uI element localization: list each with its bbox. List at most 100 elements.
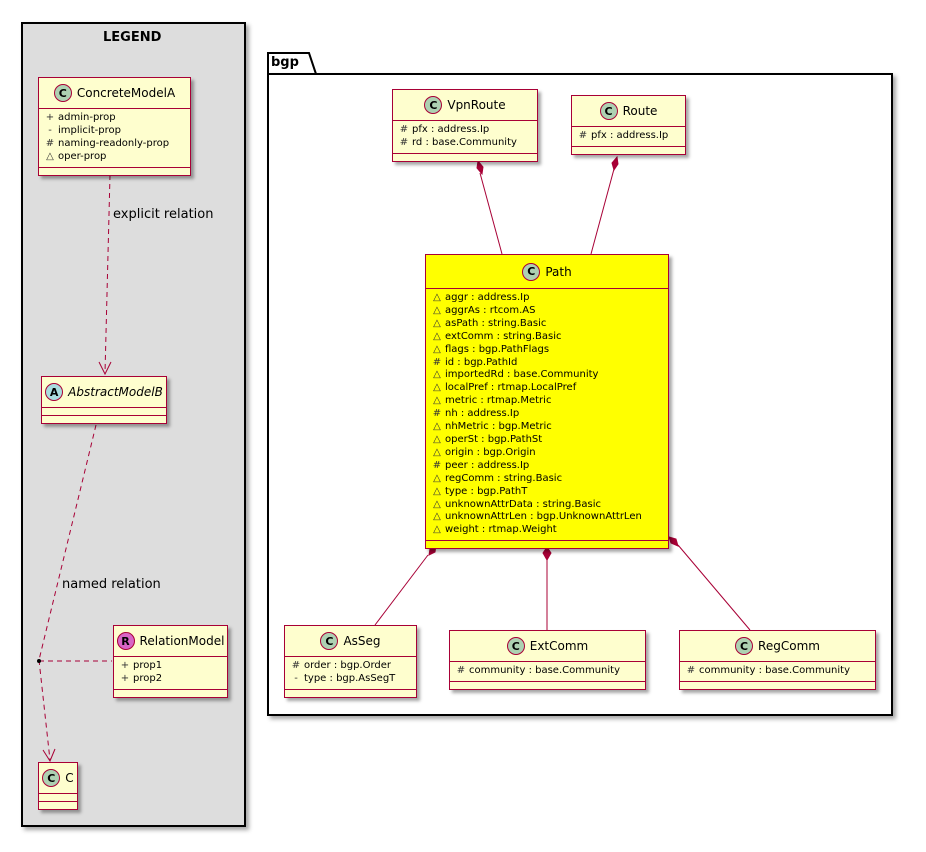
attribute-text: naming-readonly-prop [58, 137, 170, 149]
attribute-list: △ aggr : address.Ip △ aggrAs : rtcom.AS △ asP… [426, 289, 668, 542]
attribute-row: +admin-prop [45, 112, 184, 125]
named-relation-edge [38, 424, 112, 763]
class-c-icon: C [735, 637, 754, 655]
attribute-text: pfx : address.Ip [412, 124, 490, 135]
attribute-row: #peer : address.Ip [432, 460, 662, 473]
attribute-text: regComm : string.Basic [445, 472, 563, 484]
package-visibility-icon: △ [433, 330, 441, 342]
attribute-text: prop2 [133, 672, 163, 684]
protected-visibility-icon: # [399, 136, 409, 148]
attribute-list: +admin-prop -implicit-prop #naming-reado… [39, 109, 190, 168]
package-visibility-icon: △ [433, 292, 441, 303]
attribute-list: #community : base.Community [450, 662, 645, 682]
attribute-row: +prop2 [120, 673, 221, 686]
package-visibility-icon: △ [46, 150, 54, 162]
attribute-text: oper-prop [58, 150, 107, 162]
attribute-text: prop1 [133, 660, 163, 671]
attribute-text: type : bgp.PathT [445, 485, 528, 497]
attribute-row: △flags : bgp.PathFlags [432, 344, 662, 357]
abstract-class-icon: A [45, 383, 64, 401]
attribute-row: △ type : bgp.PathT [432, 486, 662, 499]
attribute-row: #community : base.Community [456, 665, 639, 678]
class-header: C VpnRoute [393, 90, 537, 121]
protected-visibility-icon: # [432, 356, 442, 368]
attribute-text: pfx : address.Ip [591, 130, 669, 141]
protected-visibility-icon: # [291, 660, 301, 671]
attribute-row: △importedRd : base.Community [432, 369, 662, 382]
class-c[interactable]: C C [38, 762, 78, 810]
package-visibility-icon: △ [433, 498, 441, 510]
class-c-icon: C [506, 637, 525, 655]
relation-class-icon: R [116, 632, 135, 650]
attribute-row: -type : bgp.AsSegT [291, 673, 410, 686]
class-relation-model[interactable]: R RelationModel +prop1 +prop2 [113, 625, 228, 698]
package-visibility-icon: △ [433, 485, 441, 497]
class-c-icon: C [53, 84, 72, 102]
attribute-text: asPath : string.Basic [445, 317, 547, 329]
public-visibility-icon: + [45, 112, 55, 123]
attribute-row: △metric : rtmap.Metric [432, 395, 662, 408]
class-extcomm[interactable]: C ExtComm #community : base.Community [449, 630, 646, 690]
class-name: Route [622, 104, 658, 118]
class-name: VpnRoute [447, 98, 506, 112]
public-visibility-icon: + [120, 660, 130, 671]
package-visibility-icon: △ [433, 421, 441, 433]
class-path[interactable]: C Path △ aggr : address.Ip △ aggrAs : rtcom… [425, 254, 669, 550]
attribute-text: localPref : rtmap.LocalPref [445, 382, 577, 394]
class-name: RegComm [758, 639, 820, 653]
class-name: AbstractModelB [68, 385, 163, 399]
class-name: ExtComm [529, 639, 589, 653]
private-visibility-icon: - [48, 124, 52, 136]
attribute-text: id : bgp.PathId [445, 356, 518, 368]
method-compartment [450, 682, 645, 689]
protected-visibility-icon: # [432, 408, 442, 420]
class-asseg[interactable]: C AsSeg #order : bgp.Order -type : bgp.A… [284, 625, 417, 698]
class-c-icon: C [424, 96, 443, 114]
attribute-row: △ aggr : address.Ip [432, 292, 662, 305]
attribute-list: #pfx : address.Ip [572, 127, 685, 147]
class-vpnroute[interactable]: C VpnRoute #pfx : address.Ip #rd : base.… [392, 89, 538, 162]
attribute-row: #order : bgp.Order [291, 660, 410, 673]
class-route[interactable]: C Route #pfx : address.Ip [571, 95, 686, 155]
attribute-text: aggrAs : rtcom.AS [445, 304, 536, 316]
package-visibility-icon: △ [433, 304, 441, 316]
method-compartment [572, 147, 685, 154]
class-regcomm[interactable]: C RegComm #community : base.Community [679, 630, 876, 690]
class-abstract-model-b[interactable]: A AbstractModelB [41, 376, 167, 424]
method-compartment [680, 682, 875, 689]
explicit-relation-label: explicit relation [113, 207, 214, 222]
attribute-text: implicit-prop [58, 124, 121, 136]
method-compartment [39, 168, 190, 175]
class-header: C Route [572, 96, 685, 127]
attribute-row: △regComm : string.Basic [432, 473, 662, 486]
class-concrete-model-a[interactable]: C ConcreteModelA +admin-prop -implicit-p… [38, 77, 191, 176]
class-name: Path [545, 264, 572, 279]
method-compartment [426, 541, 668, 548]
attribute-text: nhMetric : bgp.Metric [445, 421, 552, 433]
attribute-row: #nh : address.Ip [432, 408, 662, 421]
class-header: C ExtComm [450, 631, 645, 662]
path-extcomm-edge [542, 546, 552, 630]
public-visibility-icon: + [120, 672, 130, 684]
class-header: C Path [426, 255, 668, 289]
attribute-text: community : base.Community [469, 665, 621, 676]
package-visibility-icon: △ [433, 433, 441, 445]
vpnroute-path-edge [476, 159, 503, 255]
attribute-row: △ aggrAs : rtcom.AS [432, 305, 662, 318]
attribute-row: △unknownAttrData : string.Basic [432, 499, 662, 512]
class-header: C C [39, 763, 77, 794]
named-relation-label: named relation [62, 577, 161, 592]
attribute-text: aggr : address.Ip [445, 292, 530, 303]
protected-visibility-icon: # [399, 124, 409, 135]
protected-visibility-icon: # [686, 665, 696, 676]
attribute-row: #pfx : address.Ip [578, 130, 679, 143]
protected-visibility-icon: # [45, 137, 55, 149]
attribute-row: -implicit-prop [45, 125, 184, 138]
attribute-text: community : base.Community [699, 665, 851, 676]
attribute-row: △ extComm : string.Basic [432, 331, 662, 344]
attribute-text: operSt : bgp.PathSt [445, 433, 543, 445]
attribute-row: △ oper-prop [45, 151, 184, 164]
attribute-text: admin-prop [58, 112, 116, 123]
attribute-text: order : bgp.Order [304, 660, 392, 671]
attribute-text: extComm : string.Basic [445, 330, 562, 342]
